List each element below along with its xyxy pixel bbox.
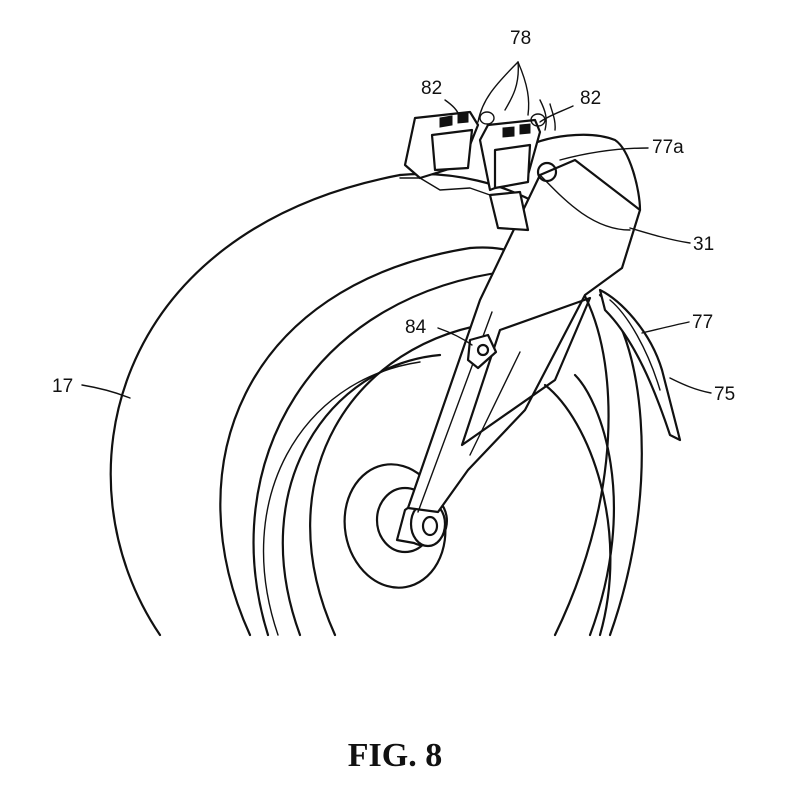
wires	[477, 61, 556, 131]
brake-disc	[262, 353, 612, 637]
label-75: 75	[714, 384, 735, 405]
mount-bracket	[466, 333, 498, 370]
reference-labels: 78 82 82 77a 31 77 84 75 17	[52, 28, 735, 405]
label-82-left: 82	[421, 78, 442, 99]
label-17: 17	[52, 376, 73, 397]
leader-lines	[81, 99, 712, 399]
label-77: 77	[692, 312, 713, 333]
label-77a: 77a	[652, 137, 684, 158]
fork-leg	[406, 133, 642, 514]
label-31: 31	[693, 234, 714, 255]
sensor-units	[399, 110, 542, 232]
label-78: 78	[510, 28, 531, 49]
figure-caption: FIG. 8	[348, 737, 442, 774]
label-84: 84	[405, 317, 427, 338]
label-82-right: 82	[580, 88, 601, 109]
front-fender	[598, 288, 682, 442]
